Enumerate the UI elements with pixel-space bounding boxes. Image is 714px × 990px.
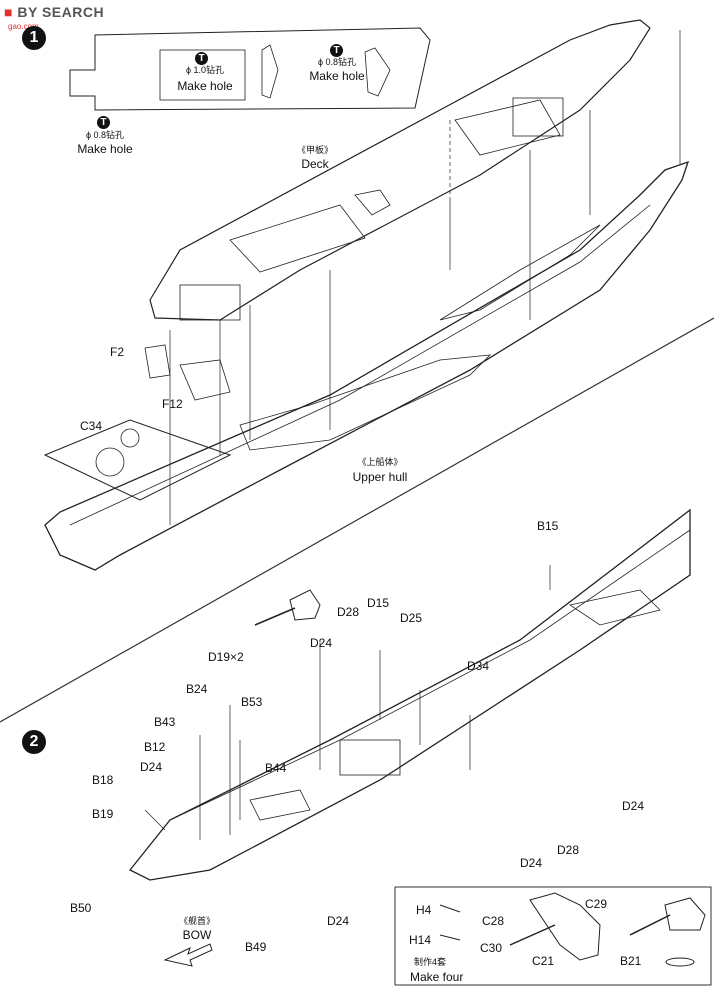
- hole-08a-en: Make hole: [77, 142, 133, 156]
- deck-label-en: Deck: [301, 157, 329, 171]
- step-2-badge: 2: [22, 730, 46, 754]
- make-four-en: Make four: [410, 970, 464, 984]
- part-b24: B24: [186, 682, 208, 696]
- part-c21: C21: [532, 954, 555, 968]
- part-b21: B21: [620, 954, 642, 968]
- part-h4: H4: [416, 903, 432, 917]
- deck-label-cn: 《甲板》: [296, 145, 333, 155]
- tool-icon: T: [97, 116, 110, 129]
- part-d34: D34: [467, 659, 490, 673]
- part-d28: D28: [557, 843, 580, 857]
- part-b50: B50: [70, 901, 92, 915]
- upper-hull-part: [44, 160, 690, 571]
- part-d19: D19×2: [208, 650, 244, 664]
- part-f12: F12: [162, 397, 183, 411]
- part-b43: B43: [154, 715, 176, 729]
- watermark-text: BY SEARCH: [17, 4, 105, 20]
- part-b44: B44: [265, 761, 287, 775]
- guide-lines-1: [169, 30, 681, 525]
- hole-10-en: Make hole: [177, 79, 233, 93]
- upper-hull-label-en: Upper hull: [352, 470, 408, 484]
- part-f2: F2: [110, 345, 125, 359]
- part-d15: D15: [367, 596, 390, 610]
- part-b53: B53: [241, 695, 263, 709]
- tool-icon: T: [195, 52, 208, 65]
- part-c30: C30: [480, 941, 503, 955]
- part-d24: D24: [622, 799, 645, 813]
- deck-part: [149, 19, 651, 321]
- part-h14: H14: [409, 933, 432, 947]
- part-b19: B19: [92, 807, 114, 821]
- gun-turret: [254, 589, 321, 626]
- part-d24: D24: [327, 914, 350, 928]
- part-c28: C28: [482, 914, 505, 928]
- bow-label-en: BOW: [182, 928, 212, 942]
- part-c34: C34: [80, 419, 103, 433]
- part-d28: D28: [337, 605, 360, 619]
- upper-hull-label-cn: 《上船体》: [357, 457, 403, 467]
- c34-plate: [43, 419, 232, 501]
- part-b49: B49: [245, 940, 267, 954]
- part-d24: D24: [520, 856, 543, 870]
- part-c29: C29: [585, 897, 608, 911]
- tool-icon: T: [330, 44, 343, 57]
- step-1-badge: 1: [22, 26, 46, 50]
- hole-08b-cn: ϕ 0.8钻孔: [317, 57, 357, 67]
- watermark-logo: ■ BY SEARCH: [4, 4, 105, 20]
- part-b18: B18: [92, 773, 114, 787]
- hole-10-cn: ϕ 1.0钻孔: [185, 65, 225, 75]
- guide-lines-2: [144, 565, 551, 840]
- step-divider: [0, 317, 714, 723]
- part-d25: D25: [400, 611, 423, 625]
- inset-turret: [439, 892, 706, 967]
- bow-arrow: [163, 943, 213, 967]
- hull-step2: [128, 508, 691, 881]
- hole-08b-en: Make hole: [309, 69, 365, 83]
- part-d24: D24: [140, 760, 163, 774]
- part-b15: B15: [537, 519, 559, 533]
- make-four-cn: 制作4套: [414, 957, 447, 967]
- deck-inset: [69, 27, 431, 111]
- part-d24: D24: [310, 636, 333, 650]
- hole-08a-cn: ϕ 0.8钻孔: [85, 130, 125, 140]
- inset-box: [394, 886, 712, 986]
- watermark-sub: gao.com: [8, 22, 39, 31]
- f-parts: [144, 344, 231, 401]
- part-b12: B12: [144, 740, 166, 754]
- bow-label-cn: 《舰首》: [178, 916, 215, 926]
